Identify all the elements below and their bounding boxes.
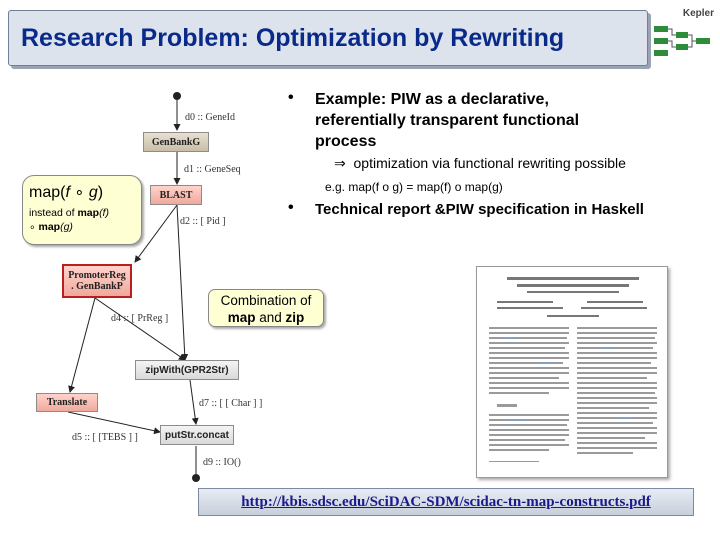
edge-label-d2: d2 :: [ Pid ] [180, 216, 226, 227]
edge-label-d0: d0 :: GeneId [185, 112, 235, 123]
kepler-logo-icon [654, 26, 710, 56]
bullet-1-sub: ⇒ optimization via functional rewriting … [334, 155, 626, 172]
node-promoter-genbankp[interactable]: PromoterReg . GenBankP [62, 264, 132, 298]
map-g-arg: (g) [60, 221, 73, 233]
technical-report-thumbnail[interactable] [476, 266, 668, 478]
logo-label: Kepler [682, 8, 714, 19]
bullet-2-dot: • [288, 199, 294, 216]
workflow-end-dot [192, 474, 200, 482]
node-promoter-label-2: . GenBankP [71, 281, 123, 292]
node-blast[interactable]: BLAST [150, 185, 202, 205]
callout-map-composition: map(f ∘ g) instead of map(f) ∘ map(g) [22, 175, 142, 245]
edge-d2-line-to-zip [176, 204, 189, 361]
edge-d5-line [67, 411, 161, 435]
url-bar: http://kbis.sdsc.edu/SciDAC-SDM/scidac-t… [198, 488, 694, 516]
callout-instead-of: instead of map(f) ∘ map(g) [29, 206, 135, 234]
edge-label-d9: d9 :: IO() [203, 457, 241, 468]
edge-label-d4: d4 :: [ PrReg ] [111, 313, 169, 324]
workflow-start-dot [173, 92, 181, 100]
bullet-1-dot: • [288, 89, 294, 106]
edge-label-d1: d1 :: GeneSeq [184, 164, 241, 175]
bullet-1-sub-text: optimization via functional rewriting po… [353, 155, 626, 171]
instead-of-text: instead of [29, 207, 75, 219]
node-translate[interactable]: Translate [36, 393, 98, 412]
map-g-word: map [38, 221, 61, 233]
combination-map-word: map [227, 310, 256, 325]
edge-d4-line-right [94, 297, 186, 361]
edge-label-d5: d5 :: [ [TEBS ] ] [72, 432, 138, 443]
node-zipwith-label: zipWith(GPR2Str) [145, 364, 229, 376]
edge-label-d7: d7 :: [ [ Char ] ] [199, 398, 263, 409]
callout-combination: Combination of map and zip [208, 289, 324, 327]
formula-map-word: map( [29, 184, 66, 201]
implies-symbol: ⇒ [334, 155, 346, 171]
node-zipwith[interactable]: zipWith(GPR2Str) [135, 360, 239, 380]
title-box: Research Problem: Optimization by Rewrit… [8, 10, 648, 66]
map-f-word: map [77, 207, 100, 219]
formula-close-paren: ) [97, 184, 104, 201]
compose-symbol-2: ∘ [29, 221, 36, 233]
node-putstr-label: putStr.concat [165, 429, 229, 441]
formula-g: g [88, 184, 98, 201]
bullet-2: • Technical report &PIW specification in… [288, 199, 644, 220]
example-equation: e.g. map(f o g) = map(f) o map(g) [325, 180, 503, 194]
node-putstr-concat[interactable]: putStr.concat [160, 425, 234, 445]
edge-d7-line [189, 379, 199, 425]
edge-d4-line-left [68, 297, 96, 393]
node-genbankg-label: GenBankG [151, 136, 201, 148]
kepler-logo: Kepler [652, 8, 718, 58]
node-genbankg[interactable]: GenBankG [143, 132, 209, 152]
node-blast-label: BLAST [159, 189, 193, 201]
node-promoter-label-1: PromoterReg [68, 270, 126, 281]
callout-map-formula: map(f ∘ g) [29, 182, 135, 202]
combination-line-2: map and zip [213, 309, 319, 326]
report-url-link[interactable]: http://kbis.sdsc.edu/SciDAC-SDM/scidac-t… [241, 493, 651, 510]
bullet-1: • Example: PIW as a declarative, referen… [288, 89, 625, 152]
formula-compose: ∘ [74, 184, 85, 201]
formula-f: f [65, 184, 70, 201]
combination-line-1: Combination of [220, 293, 312, 308]
map-f-arg: (f) [99, 207, 109, 219]
combination-zip-word: zip [285, 310, 305, 325]
bullet-2-text: Technical report &PIW specification in H… [315, 201, 644, 218]
document-thumbnail-icon [489, 277, 657, 462]
slide-title: Research Problem: Optimization by Rewrit… [21, 24, 565, 52]
node-translate-label: Translate [46, 397, 88, 408]
edge-d2-line [134, 204, 178, 263]
bullet-1-text: Example: PIW as a declarative, referenti… [315, 91, 580, 150]
combination-and-word: and [259, 310, 282, 325]
